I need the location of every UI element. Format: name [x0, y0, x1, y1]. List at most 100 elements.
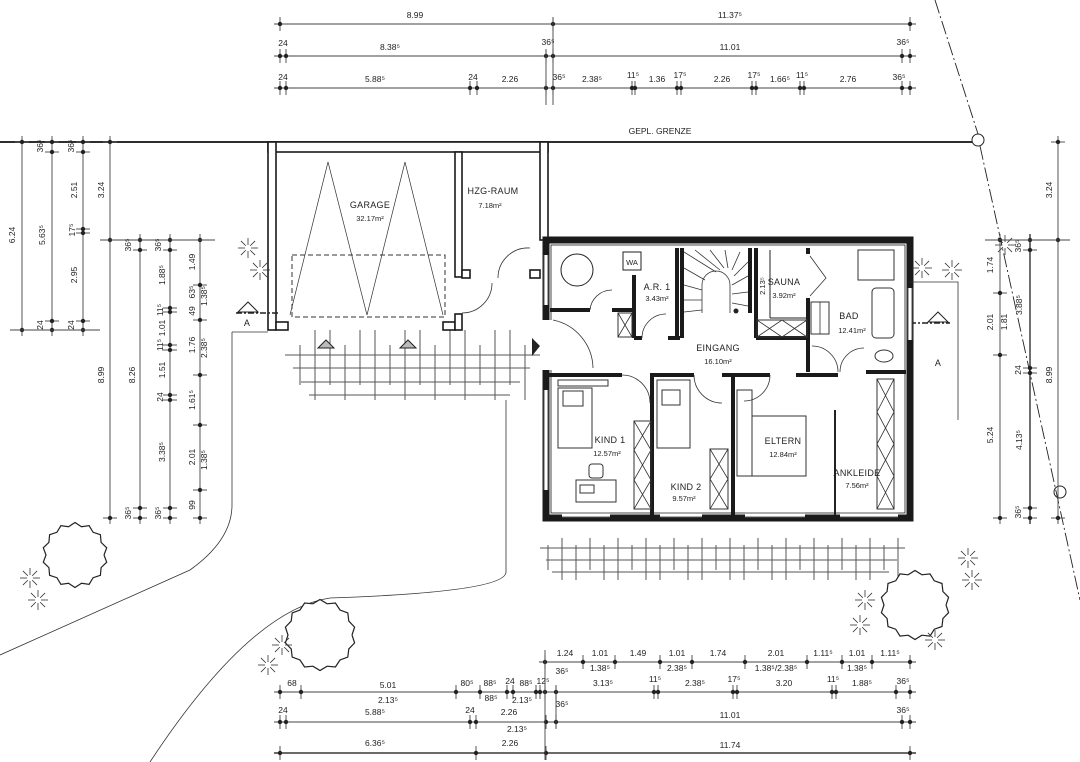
- dimension-label: 17⁵: [67, 224, 77, 237]
- dimension-label: 1.01: [669, 648, 686, 658]
- dimension-label: 11⁵: [827, 674, 839, 684]
- dimension-label: 88⁵: [484, 678, 497, 688]
- dimension-tick: [477, 689, 483, 695]
- dimension-label: 68: [287, 678, 297, 688]
- room-entrance-name: EINGANG: [696, 343, 740, 353]
- dimension-tick: [543, 750, 549, 756]
- dimension-label: 2.51: [69, 181, 79, 198]
- sauna-height-label: 2.13⁵: [758, 277, 767, 295]
- dimension-tick: [907, 53, 913, 59]
- shrub-icon: [958, 548, 978, 568]
- dimension-tick: [277, 85, 283, 91]
- dimension-label: 63⁵: [187, 286, 197, 299]
- dimension-tick: [277, 689, 283, 695]
- car-outline: [289, 161, 444, 316]
- dimension-tick: [651, 689, 657, 695]
- dimension-tick: [167, 347, 173, 353]
- dimension-tick: [655, 689, 661, 695]
- dimension-tick: [137, 505, 143, 511]
- dimension-tick: [283, 53, 289, 59]
- dimension-label: 6.24: [7, 226, 17, 243]
- dimension-tick: [674, 85, 680, 91]
- dimension-tick: [907, 659, 913, 665]
- dimension-label: 1.49: [630, 648, 647, 658]
- dimension-tick: [689, 659, 695, 665]
- dimension-label: 36⁵: [893, 72, 906, 82]
- section-label: A: [935, 358, 941, 368]
- room-garage-area: 32.17m²: [356, 214, 384, 223]
- dimension-tick: [907, 85, 913, 91]
- dimension-tick: [899, 53, 905, 59]
- shrub-icon: [238, 238, 258, 258]
- dimension-label: 8.99: [1044, 366, 1054, 383]
- dimension-label: 3.24: [1044, 181, 1054, 198]
- dimension-tick: [1055, 515, 1061, 521]
- dimension-label: 24: [468, 72, 478, 82]
- dimension-label: 24: [278, 72, 288, 82]
- dimension-label: 1.51: [157, 361, 167, 378]
- dimension-label: 36⁵: [123, 239, 133, 252]
- dimension-tick: [510, 689, 516, 695]
- dimension-label: 24: [66, 320, 76, 330]
- vegetation: [20, 235, 1015, 675]
- dimension-tick: [197, 422, 203, 428]
- dimension-tick: [167, 515, 173, 521]
- dimension-tick: [742, 659, 748, 665]
- dimension-label: 2.26: [502, 738, 519, 748]
- dimension-tick: [734, 689, 740, 695]
- dimension-label: 1.49: [187, 253, 197, 270]
- shrub-icon: [925, 630, 945, 650]
- dimension-label: 8.26: [127, 366, 137, 383]
- dimension-tick: [997, 352, 1003, 358]
- dimension-line: [274, 81, 916, 95]
- tree-icon: [42, 521, 108, 589]
- dimension-tick: [804, 659, 810, 665]
- dimension-label: 11.01: [720, 710, 741, 720]
- section-marker-right: A: [910, 311, 950, 368]
- tree-icon: [880, 569, 950, 641]
- dimension-label: 17⁵: [728, 674, 741, 684]
- dimension-line: [193, 234, 207, 524]
- dimension-tick: [167, 247, 173, 253]
- dimension-label: 5.24: [985, 426, 995, 443]
- dimension-label: 11.74: [720, 740, 741, 750]
- dimension-tick: [997, 515, 1003, 521]
- dimension-label: 1.74: [710, 648, 727, 658]
- dimension-line: [45, 136, 59, 336]
- dimension-label: 36⁵: [1013, 506, 1023, 519]
- dimension-tick: [504, 689, 510, 695]
- dimension-label: 2.01: [187, 448, 197, 465]
- dimension-line: [15, 136, 29, 336]
- dimension-label: 1.66⁵: [770, 74, 790, 84]
- dimension-tick: [167, 505, 173, 511]
- dimension-label: 1.38⁵: [590, 663, 610, 673]
- dimension-label: 17⁵: [674, 70, 687, 80]
- room-dressing-area: 7.56m²: [845, 481, 869, 490]
- room-entrance-area: 16.10m²: [704, 357, 732, 366]
- dimension-tick: [80, 139, 86, 145]
- dimension-tick: [137, 515, 143, 521]
- section-marker-left: A: [236, 301, 280, 328]
- dimension-tick: [612, 659, 618, 665]
- dimension-label: 11.01: [720, 42, 741, 52]
- dimension-label: 99: [187, 500, 197, 510]
- shrub-icon: [855, 590, 875, 610]
- dimension-tick: [298, 689, 304, 695]
- dimension-line: [274, 715, 916, 729]
- dimension-tick: [801, 85, 807, 91]
- garage-block: GARAGE 32.17m² HZG-RAUM 7.18m²: [267, 141, 549, 331]
- dimension-label: 1.11⁵: [880, 648, 899, 658]
- shrub-icon: [272, 635, 292, 655]
- dimension-tick: [49, 149, 55, 155]
- dimension-label: 36⁵: [1013, 240, 1023, 253]
- dimension-line: [993, 234, 1007, 524]
- room-child2-area: 9.57m²: [672, 494, 696, 503]
- dimension-label: 11⁵: [627, 70, 639, 80]
- dimension-tick: [899, 85, 905, 91]
- dimension-label: 24: [278, 705, 288, 715]
- dimension-tick: [167, 392, 173, 398]
- dimension-tick: [197, 515, 203, 521]
- dimension-tick: [283, 719, 289, 725]
- dimension-tick: [797, 85, 803, 91]
- dimension-tick: [19, 139, 25, 145]
